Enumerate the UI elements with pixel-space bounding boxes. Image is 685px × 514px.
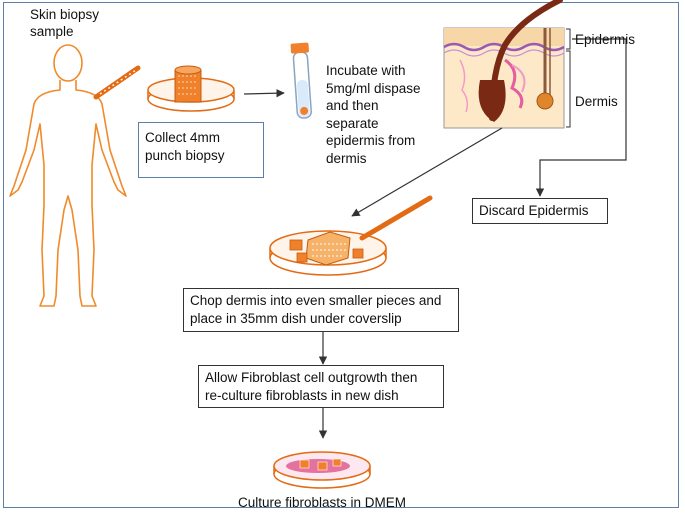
skin-biopsy-label: Skin biopsy sample bbox=[30, 7, 100, 39]
skin-cross-section bbox=[443, 0, 571, 129]
discard-epidermis-box: Discard Epidermis bbox=[472, 198, 608, 224]
fibroblast-outgrowth-box: Allow Fibroblast cell outgrowth then re-… bbox=[198, 365, 444, 408]
incubate-label: Incubate with 5mg/ml dispase and then se… bbox=[326, 63, 421, 166]
dermis-label: Dermis bbox=[575, 94, 618, 109]
petri-dish-biopsy bbox=[147, 65, 235, 112]
petri-dish-culture bbox=[273, 451, 371, 489]
collect-biopsy-box: Collect 4mm punch biopsy bbox=[138, 122, 264, 178]
petri-dish-chopped bbox=[269, 195, 433, 276]
epidermis-label: Epidermis bbox=[575, 32, 636, 47]
chop-dermis-box: Chop dermis into even smaller pieces and… bbox=[183, 288, 459, 332]
culture-label: Culture fibroblasts in DMEM bbox=[238, 495, 407, 510]
human-body-outline bbox=[9, 44, 127, 307]
scalpel-on-body bbox=[93, 65, 141, 100]
diagram-frame bbox=[3, 2, 679, 508]
test-tube bbox=[290, 42, 312, 119]
